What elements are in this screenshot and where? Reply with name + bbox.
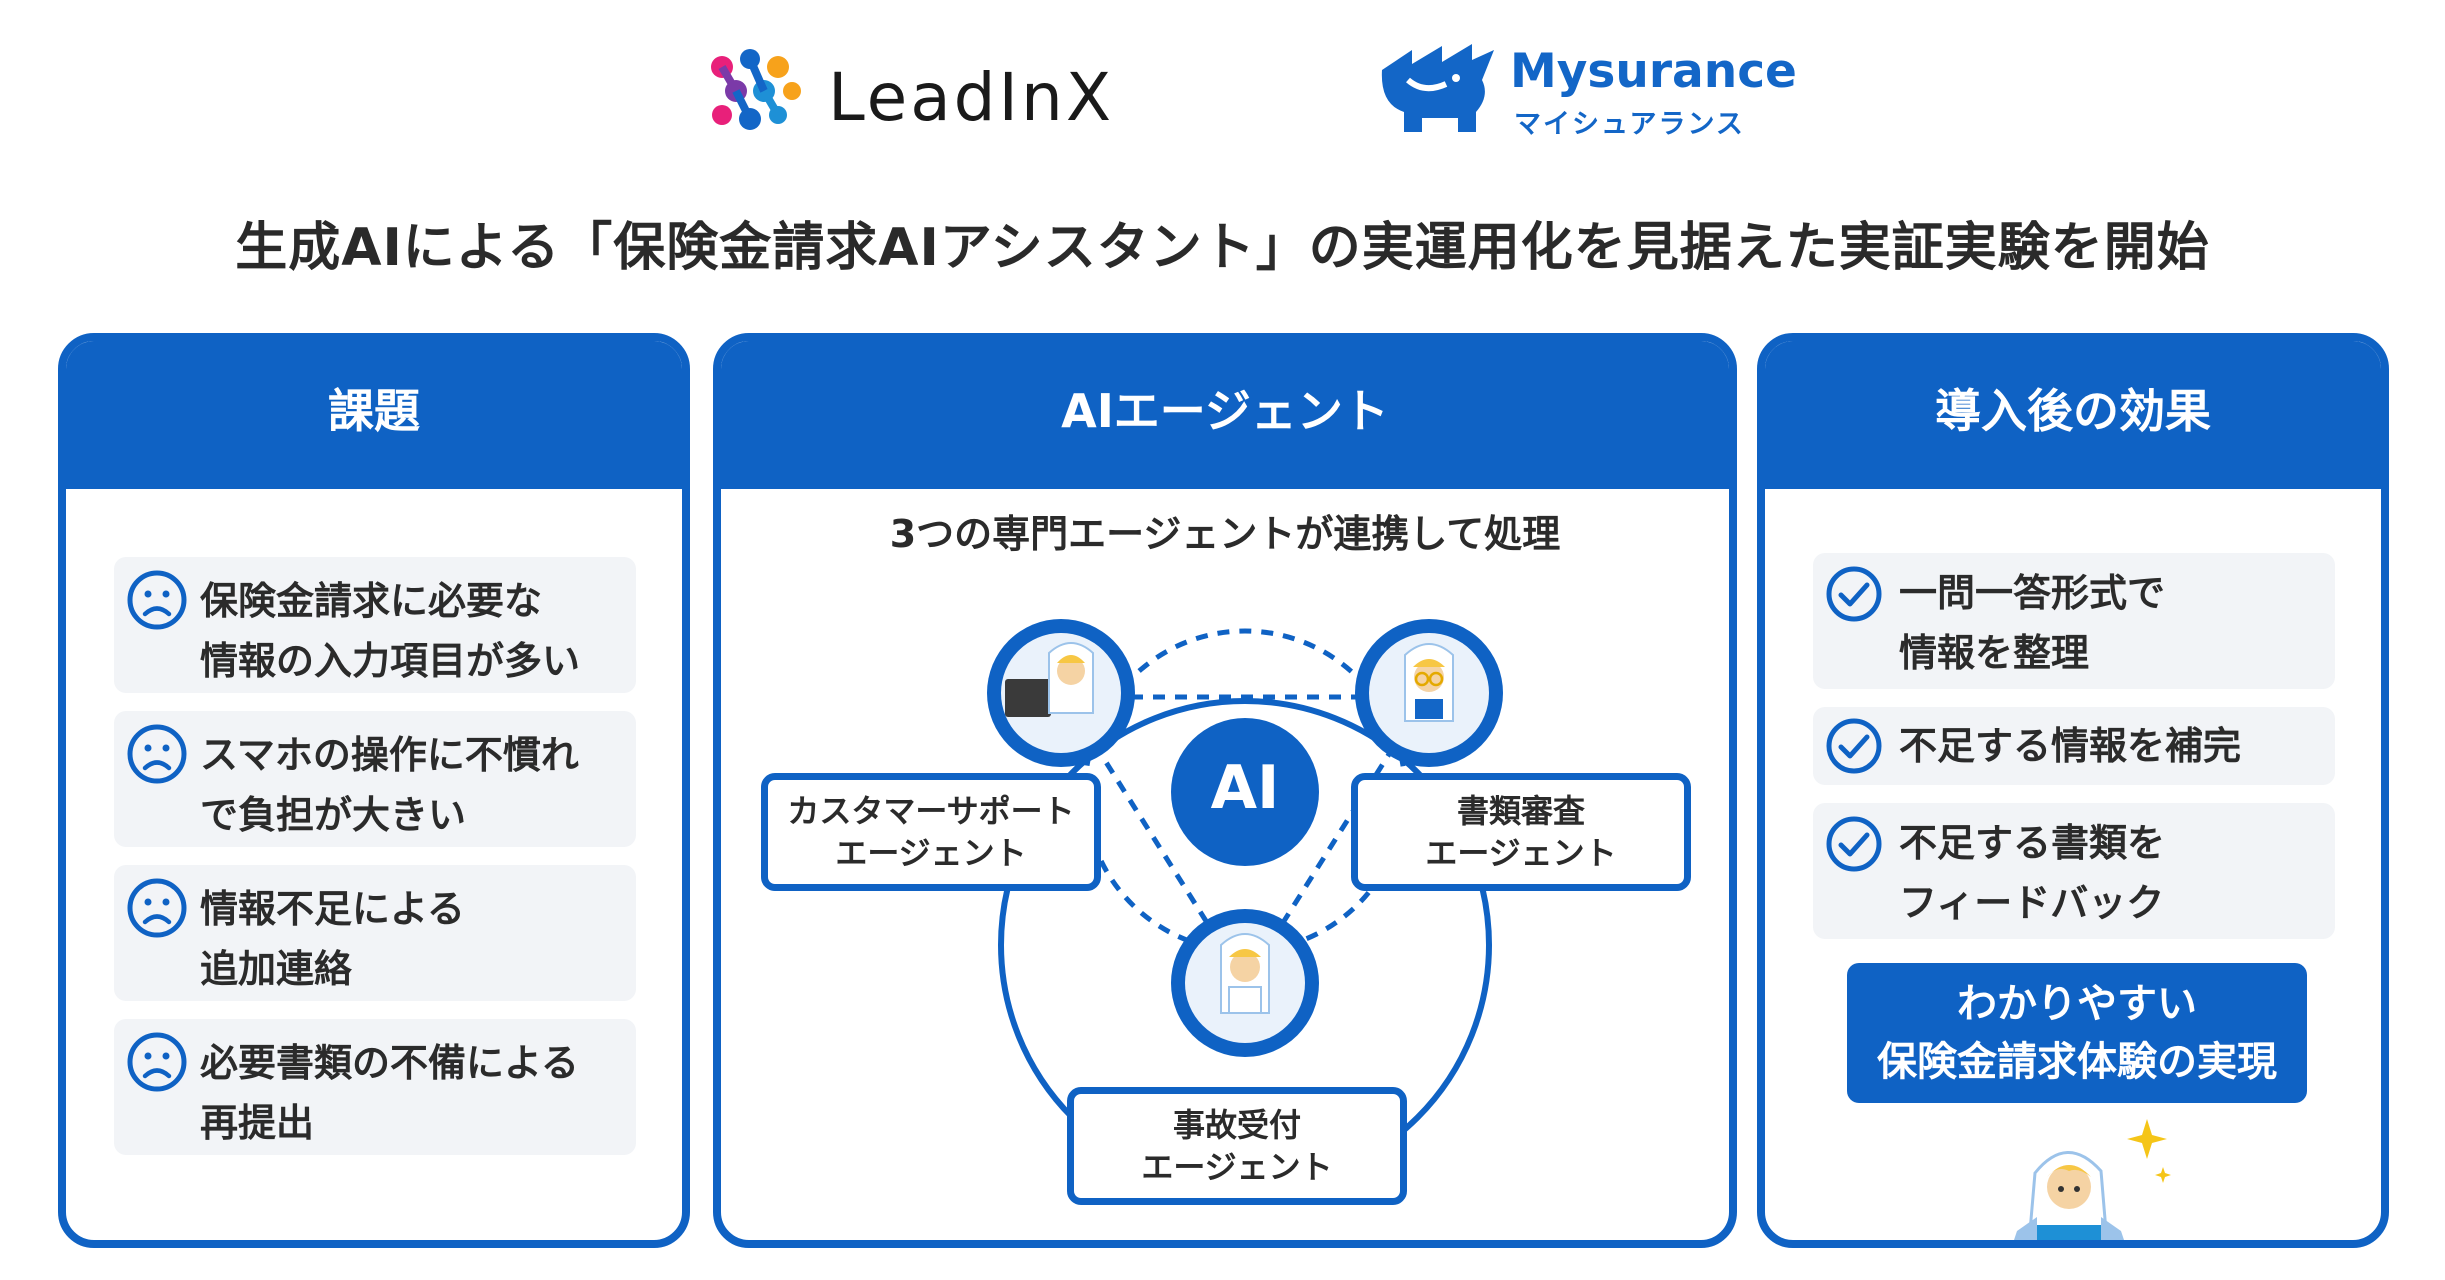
agent-name-line1: 事故受付 (1172, 1106, 1301, 1144)
accident-intake-mascot-icon (1171, 909, 1319, 1057)
customer-support-agent-box: カスタマーサポート エージェント (761, 773, 1101, 891)
problems-panel: 課題 保険金請求に必要な 情報の入力項目が多い スマホの操作に不慣れ で負担が大… (58, 333, 690, 1248)
sad-face-icon (127, 878, 187, 938)
mysurance-wordmark: Mysurance (1510, 44, 1797, 99)
problem-text-line1: 保険金請求に必要な (200, 579, 543, 623)
sad-face-icon (127, 1032, 187, 1092)
effect-text-line2: 情報を整理 (1899, 631, 2090, 675)
problem-text-line1: スマホの操作に不慣れ (200, 733, 579, 777)
check-circle-icon (1826, 816, 1882, 872)
effects-title: 導入後の効果 (1765, 341, 2381, 489)
accident-intake-agent-box: 事故受付 エージェント (1067, 1087, 1407, 1205)
result-line2: 保険金請求体験の実現 (1877, 1039, 2277, 1085)
effect-text-line2: フィードバック (1899, 881, 2165, 925)
document-review-agent-box: 書類審査 エージェント (1351, 773, 1691, 891)
connector-lines (1060, 694, 1430, 988)
ai-core-label: AI (1210, 753, 1280, 823)
effect-text-line1: 不足する書類を (1899, 821, 2166, 865)
result-banner: わかりやすい 保険金請求体験の実現 (1847, 963, 2307, 1103)
customer-support-mascot-icon (987, 619, 1135, 767)
result-line1: わかりやすい (1957, 981, 2197, 1027)
problem-item: 必要書類の不備による 再提出 (114, 1019, 636, 1155)
problem-text-line2: 追加連絡 (200, 947, 353, 991)
problem-text-line1: 必要書類の不備による (200, 1041, 579, 1085)
agent-name-line2: エージェント (835, 834, 1027, 872)
ai-core-circle (1171, 718, 1319, 866)
agent-name-line1: カスタマーサポート (787, 792, 1075, 830)
ai-agent-title: AIエージェント (721, 341, 1729, 489)
leadinx-mark-icon (711, 49, 801, 130)
leadinx-logo: LeadInX (700, 45, 1130, 136)
page-title: 生成AIによる「保険金請求AIアシスタント」の実運用化を見据えた実証実験を開始 (235, 218, 2210, 278)
document-review-mascot-icon (1355, 619, 1503, 767)
ai-agent-subtitle: 3つの専門エージェントが連携して処理 (889, 512, 1561, 556)
problems-title: 課題 (66, 341, 682, 489)
effect-text-line1: 不足する情報を補完 (1899, 724, 2242, 768)
agent-name-line1: 書類審査 (1456, 792, 1585, 830)
check-circle-icon (1826, 718, 1882, 774)
problem-text-line1: 情報不足による (200, 887, 465, 931)
check-circle-icon (1826, 566, 1882, 622)
mysurance-mascot-mark-icon (1381, 44, 1494, 132)
agent-network-diagram (987, 619, 1503, 1192)
leadinx-wordmark: LeadInX (828, 59, 1115, 136)
effect-text-line1: 一問一答形式で (1899, 571, 2166, 615)
celebrating-mascot-icon (2014, 1119, 2171, 1240)
effect-item: 不足する情報を補完 (1813, 707, 2335, 785)
effects-panel: 導入後の効果 一問一答形式で 情報を整理 不足する情報を補完 不足する書類を フ… (1757, 333, 2389, 1248)
problem-item: 情報不足による 追加連絡 (114, 865, 636, 1001)
effect-item: 一問一答形式で 情報を整理 (1813, 553, 2335, 689)
ai-agent-panel: AIエージェント 3つの専門エージェントが連携して処理 (713, 333, 1737, 1248)
sad-face-icon (127, 724, 187, 784)
problem-item: スマホの操作に不慣れ で負担が大きい (114, 711, 636, 847)
sad-face-icon (127, 570, 187, 630)
problem-text-line2: で負担が大きい (200, 793, 467, 837)
problem-text-line2: 情報の入力項目が多い (200, 639, 581, 683)
agent-name-line2: エージェント (1425, 834, 1617, 872)
problem-text-line2: 再提出 (200, 1101, 315, 1145)
mysurance-logo: Mysurance マイシュアランス (1372, 40, 1797, 140)
effect-item: 不足する書類を フィードバック (1813, 803, 2335, 939)
problem-item: 保険金請求に必要な 情報の入力項目が多い (114, 557, 636, 693)
agent-name-line2: エージェント (1141, 1148, 1333, 1186)
mysurance-kana: マイシュアランス (1514, 109, 1745, 140)
